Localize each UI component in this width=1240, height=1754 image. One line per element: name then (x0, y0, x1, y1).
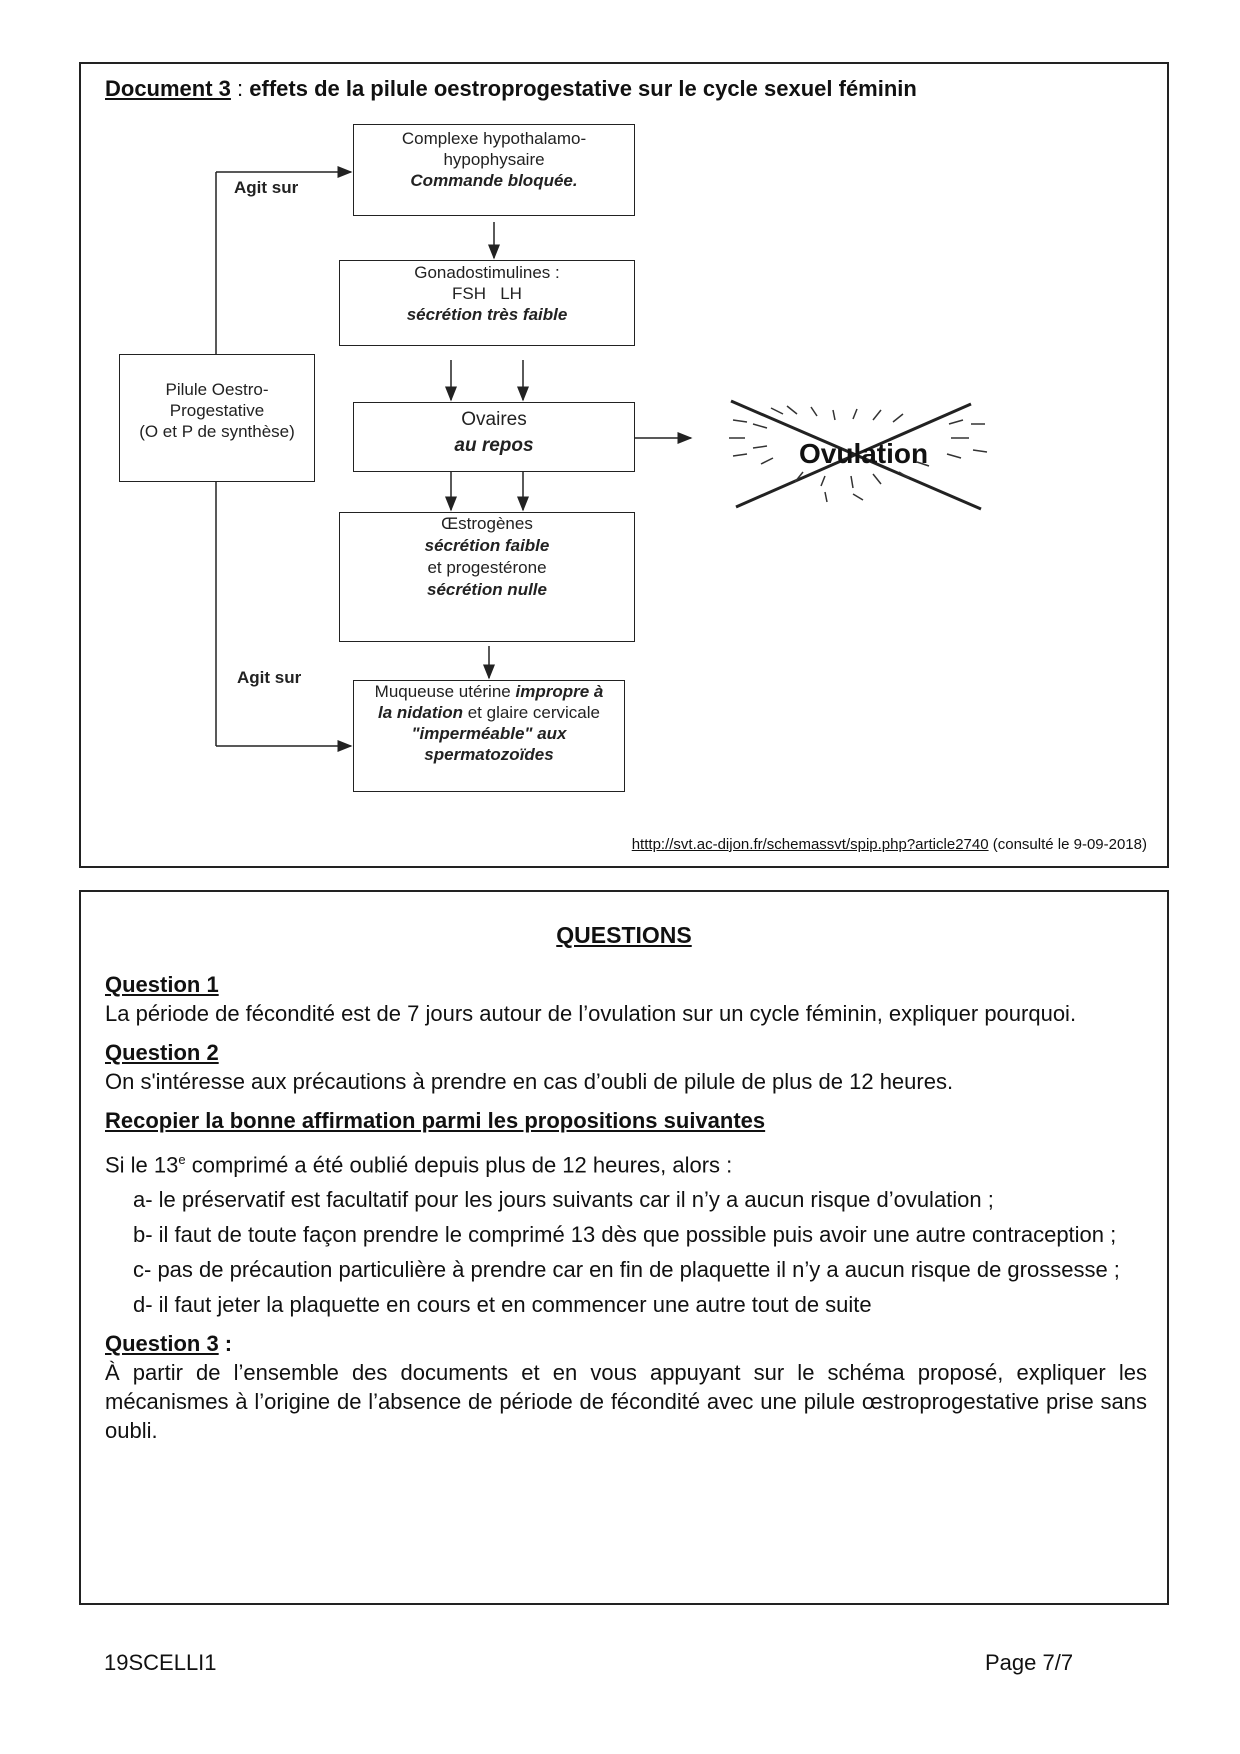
question-2-intro: Si le 13e comprimé a été oublié depuis p… (105, 1145, 1147, 1179)
questions-frame: QUESTIONS Question 1 La période de fécon… (79, 890, 1169, 1605)
document-title: Document 3 : effets de la pilule oestrop… (105, 76, 917, 102)
oestrogenes-line4: sécrétion nulle (427, 580, 547, 599)
question-3-title-text: Question 3 (105, 1331, 219, 1357)
ovaires-line1: Ovaires (461, 409, 527, 430)
gonadostimulines-box: Gonadostimulines : FSH LH sécrétion très… (339, 260, 635, 346)
document-title-text: effets de la pilule oestroprogestative s… (249, 76, 917, 101)
oestrogenes-line3: et progestérone (427, 558, 547, 577)
hypothalamo-box: Complexe hypothalamo- hypophysaire Comma… (353, 124, 635, 216)
hypothalamo-line1: Complexe hypothalamo- (401, 129, 587, 148)
pilule-line3: (O et P de synthèse) (139, 422, 295, 441)
question-2-instruction: Recopier la bonne affirmation parmi les … (105, 1108, 766, 1133)
question-2-title: Question 2 (105, 1040, 219, 1065)
gonado-line3: sécrétion très faible (406, 305, 568, 324)
option-d: d- il faut jeter la plaquette en cours e… (133, 1292, 872, 1318)
question-3-title-suffix: : (218, 1331, 233, 1357)
ovulation-label: Ovulation (799, 438, 929, 469)
oestrogenes-line1: Œstrogènes (441, 514, 533, 533)
source-note: (consulté le 9-09-2018) (988, 836, 1147, 853)
gonado-line1: Gonadostimulines : (414, 263, 560, 282)
ovaires-box: Ovaires au repos (353, 402, 635, 472)
source-url[interactable]: htttp://svt.ac-dijon.fr/schemassvt/spip.… (631, 836, 989, 853)
pilule-line1: Pilule Oestro- (165, 380, 269, 399)
muqueuse-line4: spermatozoïdes (424, 745, 554, 764)
agit-sur-bottom-label: Agit sur (237, 668, 302, 687)
ovaires-line2: au repos (454, 435, 534, 456)
muqueuse-line2b: et glaire cervicale (462, 703, 600, 722)
muqueuse-line3: "imperméable" aux (411, 724, 567, 743)
muqueuse-line1a: Muqueuse utérine (374, 682, 516, 701)
oestrogenes-box: Œstrogènes sécrétion faible et progestér… (339, 512, 635, 642)
questions-heading: QUESTIONS (556, 922, 692, 948)
option-b: b- il faut de toute façon prendre le com… (133, 1222, 1117, 1248)
oestrogenes-line2: sécrétion faible (424, 536, 550, 555)
document-3-frame: Document 3 : effets de la pilule oestrop… (79, 62, 1169, 868)
intro-before: Si le 13 (105, 1152, 179, 1178)
footer-code: 19SCELLI1 (104, 1650, 217, 1675)
muqueuse-line1b: impropre à (515, 682, 604, 701)
question-2-text: On s'intéresse aux précautions à prendre… (105, 1069, 954, 1094)
gonado-line2: FSH LH (452, 284, 522, 303)
question-3-title: Question 3 : (105, 1329, 1147, 1358)
intro-sup: e (178, 1152, 186, 1167)
page-number: Page 7/7 (985, 1650, 1074, 1675)
hypothalamo-line2: hypophysaire (443, 150, 545, 169)
hypothalamo-line3: Commande bloquée. (410, 171, 578, 190)
questions-body: Question 1 La période de fécondité est d… (105, 970, 1147, 1445)
pilule-line2: Progestative (169, 401, 265, 420)
option-a: a- le préservatif est facultatif pour le… (133, 1187, 994, 1213)
muqueuse-line1: Muqueuse utérine impropre à (354, 681, 624, 702)
question-3-text: À partir de l’ensemble des documents et … (105, 1360, 1147, 1444)
agit-sur-top-label: Agit sur (234, 178, 299, 197)
source-reference: htttp://svt.ac-dijon.fr/schemassvt/spip.… (632, 836, 1147, 853)
muqueuse-box: Muqueuse utérine impropre à la nidation … (353, 680, 625, 792)
document-label: Document 3 (105, 76, 231, 101)
muqueuse-line2: la nidation et glaire cervicale (354, 702, 624, 723)
option-c: c- pas de précaution particulière à pren… (133, 1257, 1120, 1283)
intro-after: comprimé a été oublié depuis plus de 12 … (185, 1152, 733, 1178)
question-1-text: La période de fécondité est de 7 jours a… (105, 1001, 1077, 1026)
pilule-box: Pilule Oestro- Progestative (O et P de s… (119, 354, 315, 482)
title-separator: : (230, 76, 250, 101)
muqueuse-line2a: la nidation (377, 703, 463, 722)
question-1-title: Question 1 (105, 972, 219, 997)
